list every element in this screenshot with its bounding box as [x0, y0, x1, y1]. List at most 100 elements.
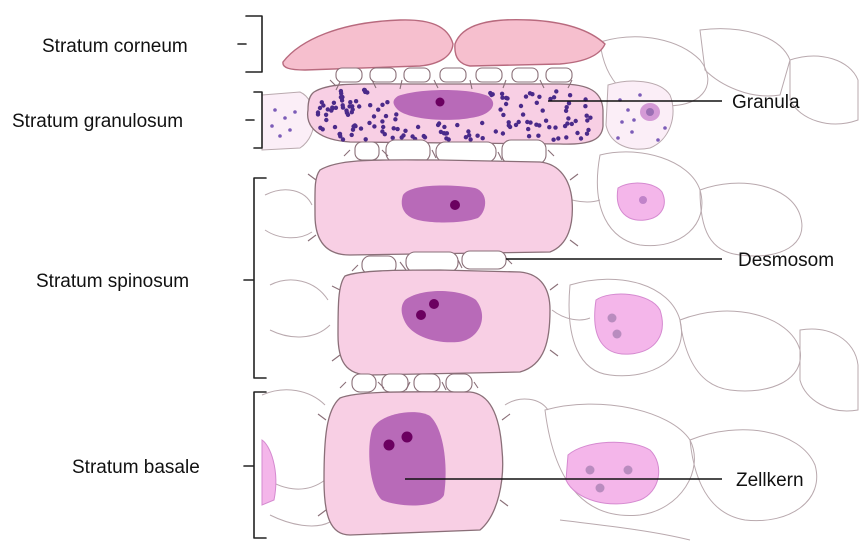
granule: [385, 100, 389, 104]
granule: [324, 118, 328, 122]
spinosum-cell-upper: [315, 160, 572, 255]
granule: [321, 127, 325, 131]
granule: [341, 137, 345, 141]
granule: [565, 121, 569, 125]
granule: [341, 105, 345, 109]
granule: [583, 104, 587, 108]
granule: [527, 134, 531, 138]
granule: [320, 100, 324, 104]
granule: [586, 128, 590, 132]
granule: [526, 127, 530, 131]
granule: [585, 114, 589, 118]
intercellular-spaces-4: [352, 374, 472, 392]
granule: [585, 132, 589, 136]
basale-nucleolus-a: [384, 440, 395, 451]
granule: [347, 104, 351, 108]
granule: [350, 133, 354, 137]
granule: [466, 129, 470, 133]
granule: [380, 119, 384, 123]
granule: [391, 136, 395, 140]
bracket-spinosum: [244, 178, 266, 378]
bracket-granulosum: [246, 92, 262, 148]
label-stratum-basale: Stratum basale: [72, 457, 200, 478]
granule: [504, 102, 508, 106]
granule: [530, 92, 534, 96]
granule: [505, 96, 509, 100]
granule: [316, 110, 320, 114]
granule: [353, 123, 357, 127]
granule: [500, 92, 504, 96]
spinosum-cell-lower: [338, 270, 550, 375]
granulosum-nucleolus: [436, 98, 445, 107]
granule: [337, 132, 341, 136]
granule: [547, 125, 551, 129]
granule: [422, 134, 426, 138]
label-stratum-spinosum: Stratum spinosum: [36, 271, 189, 292]
granule: [324, 113, 328, 117]
granule: [368, 103, 372, 107]
spinosum-nucleolus-upper: [450, 200, 460, 210]
granule: [501, 113, 505, 117]
granule: [381, 125, 385, 129]
granule: [498, 107, 502, 111]
granule: [575, 131, 579, 135]
granule: [363, 88, 367, 92]
granule: [534, 123, 538, 127]
granule: [367, 121, 371, 125]
granule: [345, 111, 349, 115]
granule: [400, 135, 404, 139]
spinosum-nucleus-upper: [402, 186, 485, 223]
granule: [564, 135, 568, 139]
granule: [544, 119, 548, 123]
granule: [372, 124, 376, 128]
granule: [372, 114, 376, 118]
granule: [384, 114, 388, 118]
basale-nucleolus-b: [402, 432, 413, 443]
granule: [524, 94, 528, 98]
granule: [416, 125, 420, 129]
granule: [376, 108, 380, 112]
granule: [551, 138, 555, 142]
granule: [566, 116, 570, 120]
granule: [447, 137, 451, 141]
granule: [517, 120, 521, 124]
granule: [333, 125, 337, 129]
granule: [354, 99, 358, 103]
granule: [556, 136, 560, 140]
granule: [403, 129, 407, 133]
label-stratum-granulosum: Stratum granulosum: [12, 111, 183, 132]
granule: [330, 105, 334, 109]
granule: [442, 125, 446, 129]
granule: [568, 93, 572, 97]
stratum-corneum-cells: [283, 20, 605, 70]
granule: [525, 120, 529, 124]
granule: [380, 129, 384, 133]
granule: [574, 119, 578, 123]
granule: [553, 125, 557, 129]
granule: [380, 103, 384, 107]
granule: [392, 126, 396, 130]
basale-nucleus: [369, 412, 445, 505]
bracket-corneum: [238, 16, 262, 72]
spinosum-nucleolus-lower-a: [416, 310, 426, 320]
granule: [357, 104, 361, 108]
basale-cell: [324, 392, 503, 535]
label-stratum-corneum: Stratum corneum: [42, 36, 188, 57]
granule: [395, 127, 399, 131]
granule: [436, 123, 440, 127]
granule: [394, 112, 398, 116]
label-zellkern: Zellkern: [736, 470, 804, 491]
label-granula: Granula: [732, 92, 800, 113]
granule: [481, 136, 485, 140]
granule: [468, 137, 472, 141]
granule: [536, 134, 540, 138]
granule: [579, 136, 583, 140]
granule: [519, 104, 523, 108]
granule: [359, 126, 363, 130]
granule: [364, 137, 368, 141]
granule: [494, 129, 498, 133]
granule: [464, 135, 468, 139]
granule: [541, 108, 545, 112]
granule: [475, 134, 479, 138]
granule: [585, 118, 589, 122]
